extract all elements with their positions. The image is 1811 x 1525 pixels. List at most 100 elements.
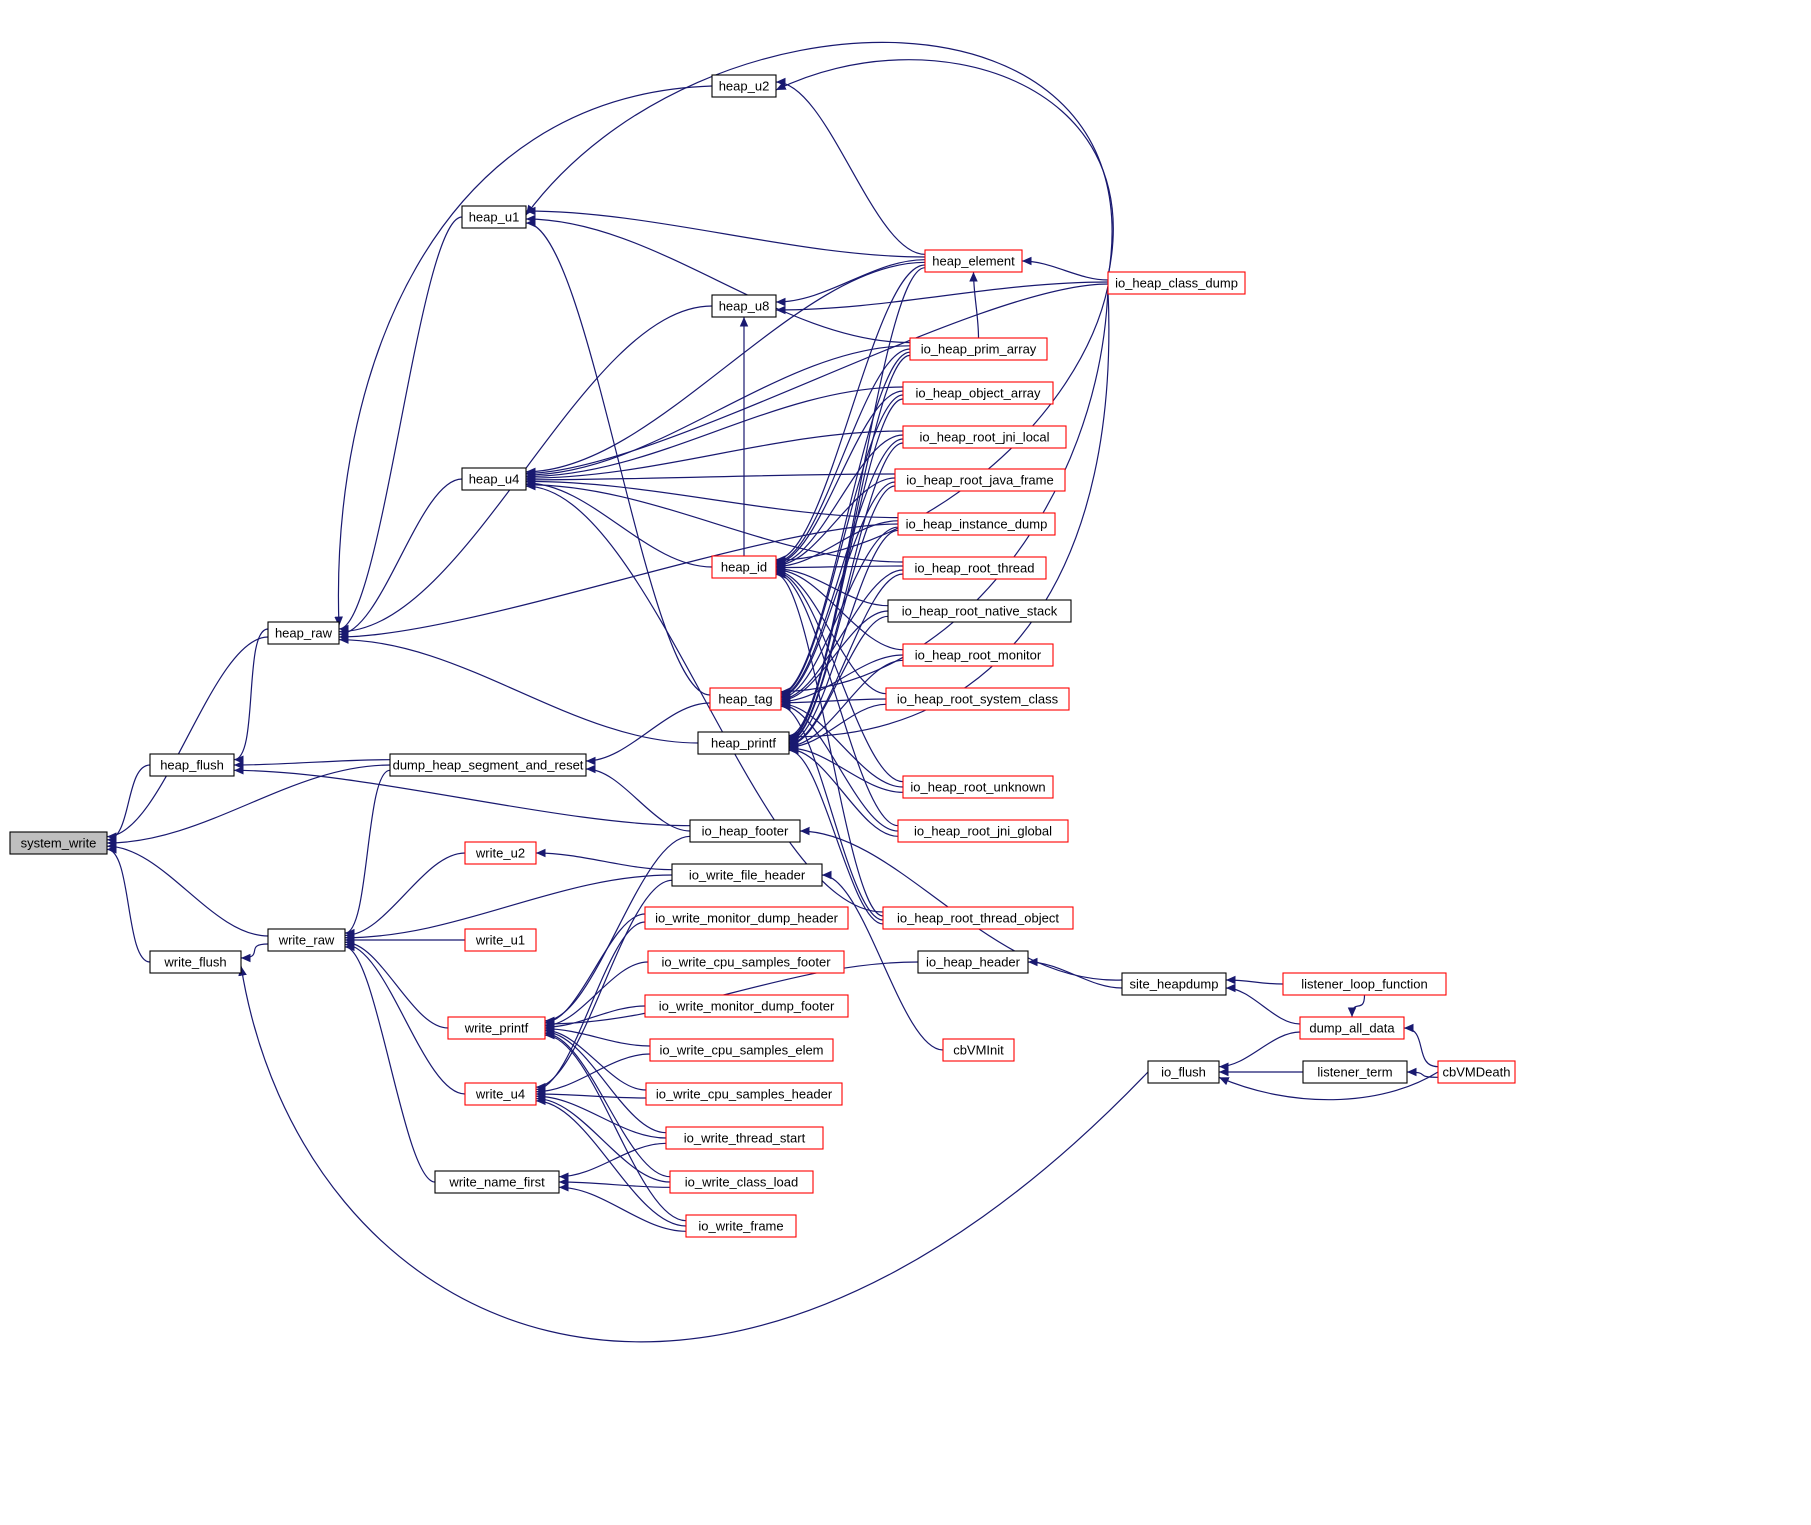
- node-box-io_heap_root_monitor[interactable]: [902, 643, 1054, 667]
- node-heap_raw[interactable]: heap_raw: [267, 621, 340, 645]
- node-heap_id[interactable]: heap_id: [711, 555, 777, 579]
- node-box-write_u2[interactable]: [464, 841, 537, 865]
- node-box-io_heap_header[interactable]: [917, 950, 1029, 974]
- node-dump_all_data[interactable]: dump_all_data: [1299, 1016, 1405, 1040]
- node-box-io_write_cpu_samples_elem[interactable]: [649, 1038, 834, 1062]
- edge-cbVMDeath-to-io_flush: [1218, 1071, 1439, 1101]
- node-box-io_write_file_header[interactable]: [671, 863, 823, 887]
- node-io_write_monitor_dump_header[interactable]: io_write_monitor_dump_header: [644, 906, 849, 930]
- node-box-io_write_class_load[interactable]: [669, 1170, 814, 1194]
- node-heap_flush[interactable]: heap_flush: [149, 753, 235, 777]
- node-box-heap_raw[interactable]: [267, 621, 340, 645]
- node-write_u4[interactable]: write_u4: [464, 1082, 537, 1106]
- node-io_write_frame[interactable]: io_write_frame: [685, 1214, 797, 1238]
- node-io_heap_header[interactable]: io_heap_header: [917, 950, 1029, 974]
- node-box-io_heap_root_unknown[interactable]: [902, 775, 1054, 799]
- node-box-write_flush[interactable]: [149, 950, 242, 974]
- node-box-write_u1[interactable]: [464, 928, 537, 952]
- edge-io_flush-to-write_flush: [238, 965, 1149, 1343]
- node-io_heap_object_array[interactable]: io_heap_object_array: [902, 381, 1054, 405]
- node-io_heap_root_thread[interactable]: io_heap_root_thread: [902, 556, 1047, 580]
- node-io_heap_root_monitor[interactable]: io_heap_root_monitor: [902, 643, 1054, 667]
- node-dump_heap_segment_and_reset[interactable]: dump_heap_segment_and_reset: [389, 753, 587, 777]
- node-io_heap_root_system_class[interactable]: io_heap_root_system_class: [885, 687, 1070, 711]
- node-box-listener_loop_function[interactable]: [1282, 972, 1447, 996]
- node-box-dump_all_data[interactable]: [1299, 1016, 1405, 1040]
- node-heap_tag[interactable]: heap_tag: [709, 687, 782, 711]
- node-box-heap_u2[interactable]: [711, 74, 777, 98]
- node-box-site_heapdump[interactable]: [1121, 972, 1227, 996]
- node-io_write_cpu_samples_elem[interactable]: io_write_cpu_samples_elem: [649, 1038, 834, 1062]
- node-io_write_cpu_samples_footer[interactable]: io_write_cpu_samples_footer: [647, 950, 845, 974]
- node-box-listener_term[interactable]: [1302, 1060, 1408, 1084]
- node-box-io_heap_class_dump[interactable]: [1107, 271, 1246, 295]
- node-write_printf[interactable]: write_printf: [447, 1016, 546, 1040]
- node-box-write_name_first[interactable]: [434, 1170, 560, 1194]
- node-box-heap_u8[interactable]: [711, 294, 777, 318]
- node-io_heap_class_dump[interactable]: io_heap_class_dump: [1107, 271, 1246, 295]
- node-box-io_heap_prim_array[interactable]: [909, 337, 1048, 361]
- node-box-heap_element[interactable]: [924, 249, 1023, 273]
- node-io_heap_root_jni_local[interactable]: io_heap_root_jni_local: [902, 425, 1067, 449]
- node-listener_term[interactable]: listener_term: [1302, 1060, 1408, 1084]
- node-box-io_write_cpu_samples_header[interactable]: [645, 1082, 843, 1106]
- node-io_write_cpu_samples_header[interactable]: io_write_cpu_samples_header: [645, 1082, 843, 1106]
- node-write_name_first[interactable]: write_name_first: [434, 1170, 560, 1194]
- node-io_heap_instance_dump[interactable]: io_heap_instance_dump: [897, 512, 1056, 536]
- node-box-io_flush[interactable]: [1147, 1060, 1220, 1084]
- node-box-io_heap_root_native_stack[interactable]: [887, 599, 1072, 623]
- node-box-io_heap_footer[interactable]: [689, 819, 801, 843]
- node-box-io_heap_root_jni_local[interactable]: [902, 425, 1067, 449]
- node-box-heap_u4[interactable]: [461, 467, 527, 491]
- node-box-write_u4[interactable]: [464, 1082, 537, 1106]
- node-write_u1[interactable]: write_u1: [464, 928, 537, 952]
- node-box-io_heap_instance_dump[interactable]: [897, 512, 1056, 536]
- node-box-heap_printf[interactable]: [697, 731, 790, 755]
- node-io_heap_footer[interactable]: io_heap_footer: [689, 819, 801, 843]
- node-box-heap_id[interactable]: [711, 555, 777, 579]
- node-io_heap_prim_array[interactable]: io_heap_prim_array: [909, 337, 1048, 361]
- node-box-heap_tag[interactable]: [709, 687, 782, 711]
- node-box-io_write_cpu_samples_footer[interactable]: [647, 950, 845, 974]
- node-box-heap_flush[interactable]: [149, 753, 235, 777]
- node-box-dump_heap_segment_and_reset[interactable]: [389, 753, 587, 777]
- node-site_heapdump[interactable]: site_heapdump: [1121, 972, 1227, 996]
- node-write_flush[interactable]: write_flush: [149, 950, 242, 974]
- node-listener_loop_function[interactable]: listener_loop_function: [1282, 972, 1447, 996]
- node-box-heap_u1[interactable]: [461, 205, 527, 229]
- node-box-io_heap_object_array[interactable]: [902, 381, 1054, 405]
- node-box-write_raw[interactable]: [267, 928, 346, 952]
- node-box-io_heap_root_jni_global[interactable]: [897, 819, 1069, 843]
- node-box-cbVMInit[interactable]: [942, 1038, 1015, 1062]
- node-io_flush[interactable]: io_flush: [1147, 1060, 1220, 1084]
- node-box-io_write_thread_start[interactable]: [665, 1126, 824, 1150]
- node-box-io_write_frame[interactable]: [685, 1214, 797, 1238]
- node-box-io_heap_root_thread_object[interactable]: [882, 906, 1074, 930]
- node-heap_u4[interactable]: heap_u4: [461, 467, 527, 491]
- node-io_write_monitor_dump_footer[interactable]: io_write_monitor_dump_footer: [644, 994, 849, 1018]
- node-io_heap_root_unknown[interactable]: io_heap_root_unknown: [902, 775, 1054, 799]
- node-io_write_file_header[interactable]: io_write_file_header: [671, 863, 823, 887]
- node-io_write_thread_start[interactable]: io_write_thread_start: [665, 1126, 824, 1150]
- node-box-io_heap_root_java_frame[interactable]: [894, 468, 1066, 492]
- node-cbVMInit[interactable]: cbVMInit: [942, 1038, 1015, 1062]
- node-io_heap_root_jni_global[interactable]: io_heap_root_jni_global: [897, 819, 1069, 843]
- node-box-io_write_monitor_dump_header[interactable]: [644, 906, 849, 930]
- node-write_raw[interactable]: write_raw: [267, 928, 346, 952]
- node-cbVMDeath[interactable]: cbVMDeath: [1437, 1060, 1516, 1084]
- node-io_write_class_load[interactable]: io_write_class_load: [669, 1170, 814, 1194]
- node-box-io_heap_root_thread[interactable]: [902, 556, 1047, 580]
- node-io_heap_root_thread_object[interactable]: io_heap_root_thread_object: [882, 906, 1074, 930]
- node-box-write_printf[interactable]: [447, 1016, 546, 1040]
- node-box-io_heap_root_system_class[interactable]: [885, 687, 1070, 711]
- node-box-cbVMDeath[interactable]: [1437, 1060, 1516, 1084]
- node-heap_u8[interactable]: heap_u8: [711, 294, 777, 318]
- node-write_u2[interactable]: write_u2: [464, 841, 537, 865]
- node-io_heap_root_native_stack[interactable]: io_heap_root_native_stack: [887, 599, 1072, 623]
- node-heap_element[interactable]: heap_element: [924, 249, 1023, 273]
- node-io_heap_root_java_frame[interactable]: io_heap_root_java_frame: [894, 468, 1066, 492]
- node-heap_u1[interactable]: heap_u1: [461, 205, 527, 229]
- node-box-io_write_monitor_dump_footer[interactable]: [644, 994, 849, 1018]
- node-heap_printf[interactable]: heap_printf: [697, 731, 790, 755]
- node-heap_u2[interactable]: heap_u2: [711, 74, 777, 98]
